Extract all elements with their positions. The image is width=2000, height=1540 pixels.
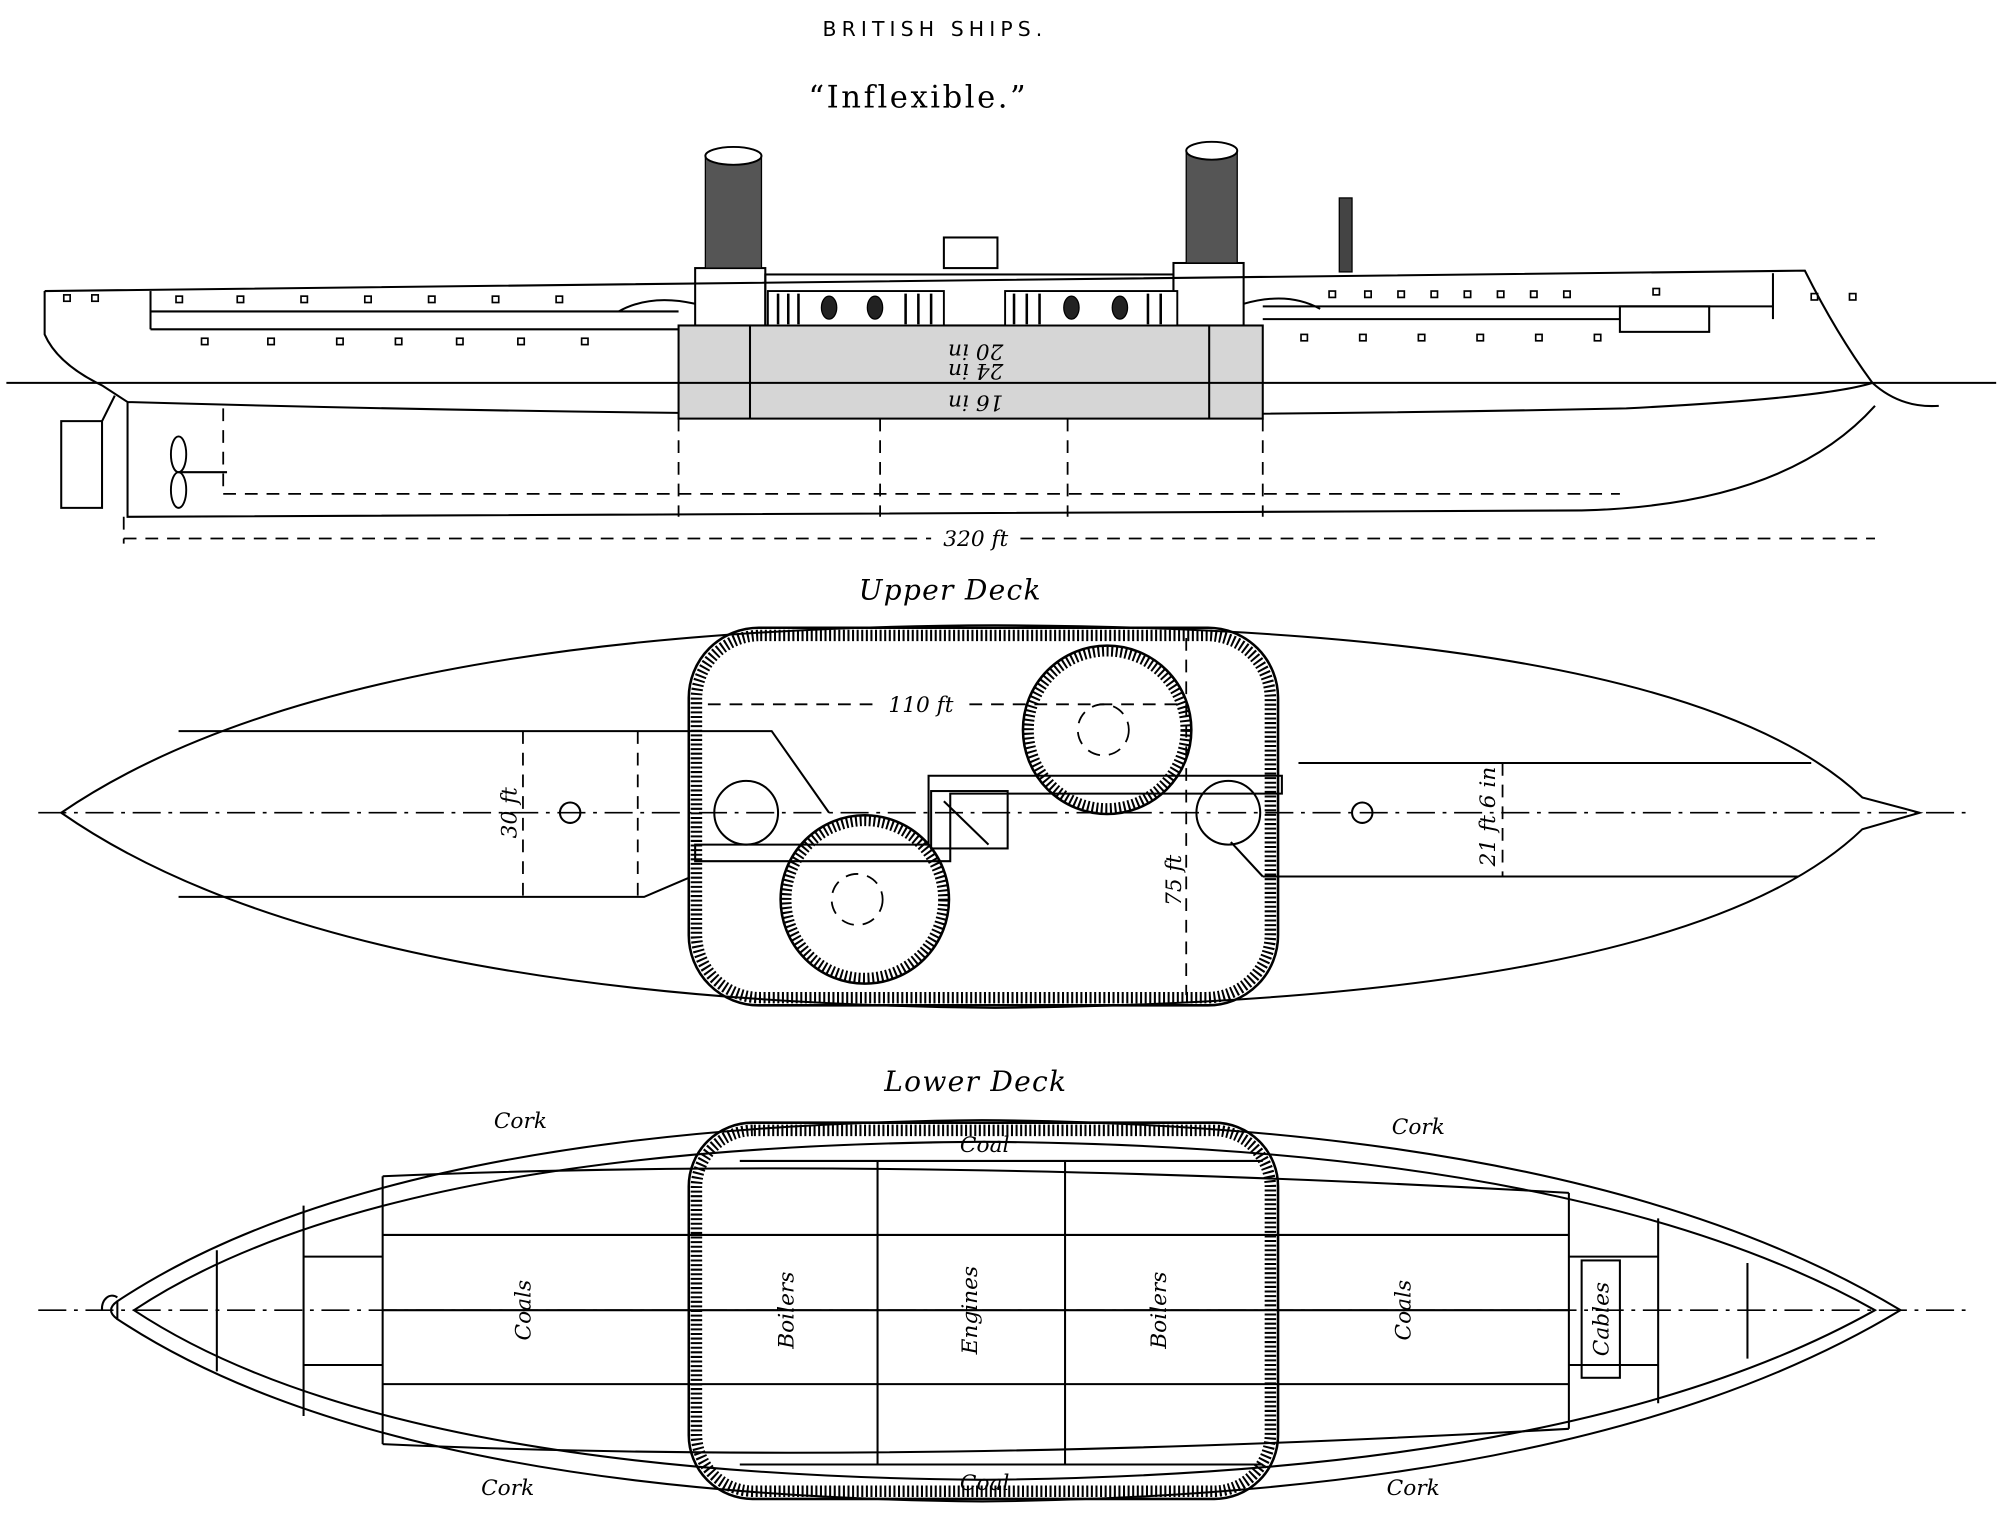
compartment-boilers-aft: Boilers (1147, 1272, 1172, 1350)
turret-fore (779, 814, 951, 985)
length-label: 320 ft (943, 527, 1008, 552)
beam-fore-label: 30 ft (498, 787, 523, 838)
side-profile: 20 in 24 in 16 in (6, 140, 1997, 552)
upper-deck-title: Upper Deck (859, 574, 1042, 607)
compartment-coals-fore: Coals (512, 1280, 537, 1341)
turret-profile-aft (1004, 290, 1179, 327)
propeller-icon (169, 435, 228, 509)
compartment-coals-aft: Coals (1392, 1280, 1417, 1341)
cork-label: Cork (481, 1476, 534, 1501)
portholes (62, 287, 1857, 346)
mast-stub (1338, 197, 1353, 273)
citadel-armor (690, 629, 1277, 1004)
coal-label: Coal (960, 1471, 1010, 1496)
cork-label: Cork (1387, 1476, 1440, 1501)
citadel-armor-lower (690, 1124, 1277, 1498)
armor-label-middle: 24 in (948, 358, 1004, 383)
beam-aft-label: 21 ft 6 in (1476, 767, 1501, 868)
upper-deck-plan: 110 ft 30 ft 75 ft 21 ft 6 in (38, 624, 1971, 1009)
coal-label: Coal (960, 1133, 1010, 1158)
citadel-width-label: 75 ft (1162, 854, 1187, 905)
armor-label-upper: 20 in (948, 339, 1004, 364)
funnel-fore-icon (704, 145, 763, 269)
turret-aft (1021, 644, 1193, 816)
armor-belt (677, 324, 1264, 420)
ship-name: “Inflexible.” (808, 80, 1028, 115)
rudder (60, 395, 116, 509)
lower-deck-plan: Coals Boilers Engines Boilers Coals Cabl… (38, 1109, 1971, 1503)
cork-label: Cork (1392, 1115, 1445, 1140)
series-title: BRITISH SHIPS. (823, 17, 1048, 41)
citadel-length-label: 110 ft (888, 693, 953, 718)
lower-deck-title: Lower Deck (883, 1065, 1067, 1098)
compartment-cables: Cables (1589, 1282, 1614, 1356)
compartment-boilers-fore: Boilers (774, 1272, 799, 1350)
turret-profile-fore (766, 290, 945, 327)
compartment-engines: Engines (958, 1266, 983, 1355)
cork-label: Cork (494, 1109, 547, 1134)
armor-label-lower: 16 in (948, 390, 1003, 415)
funnel-aft-icon (1185, 140, 1239, 264)
